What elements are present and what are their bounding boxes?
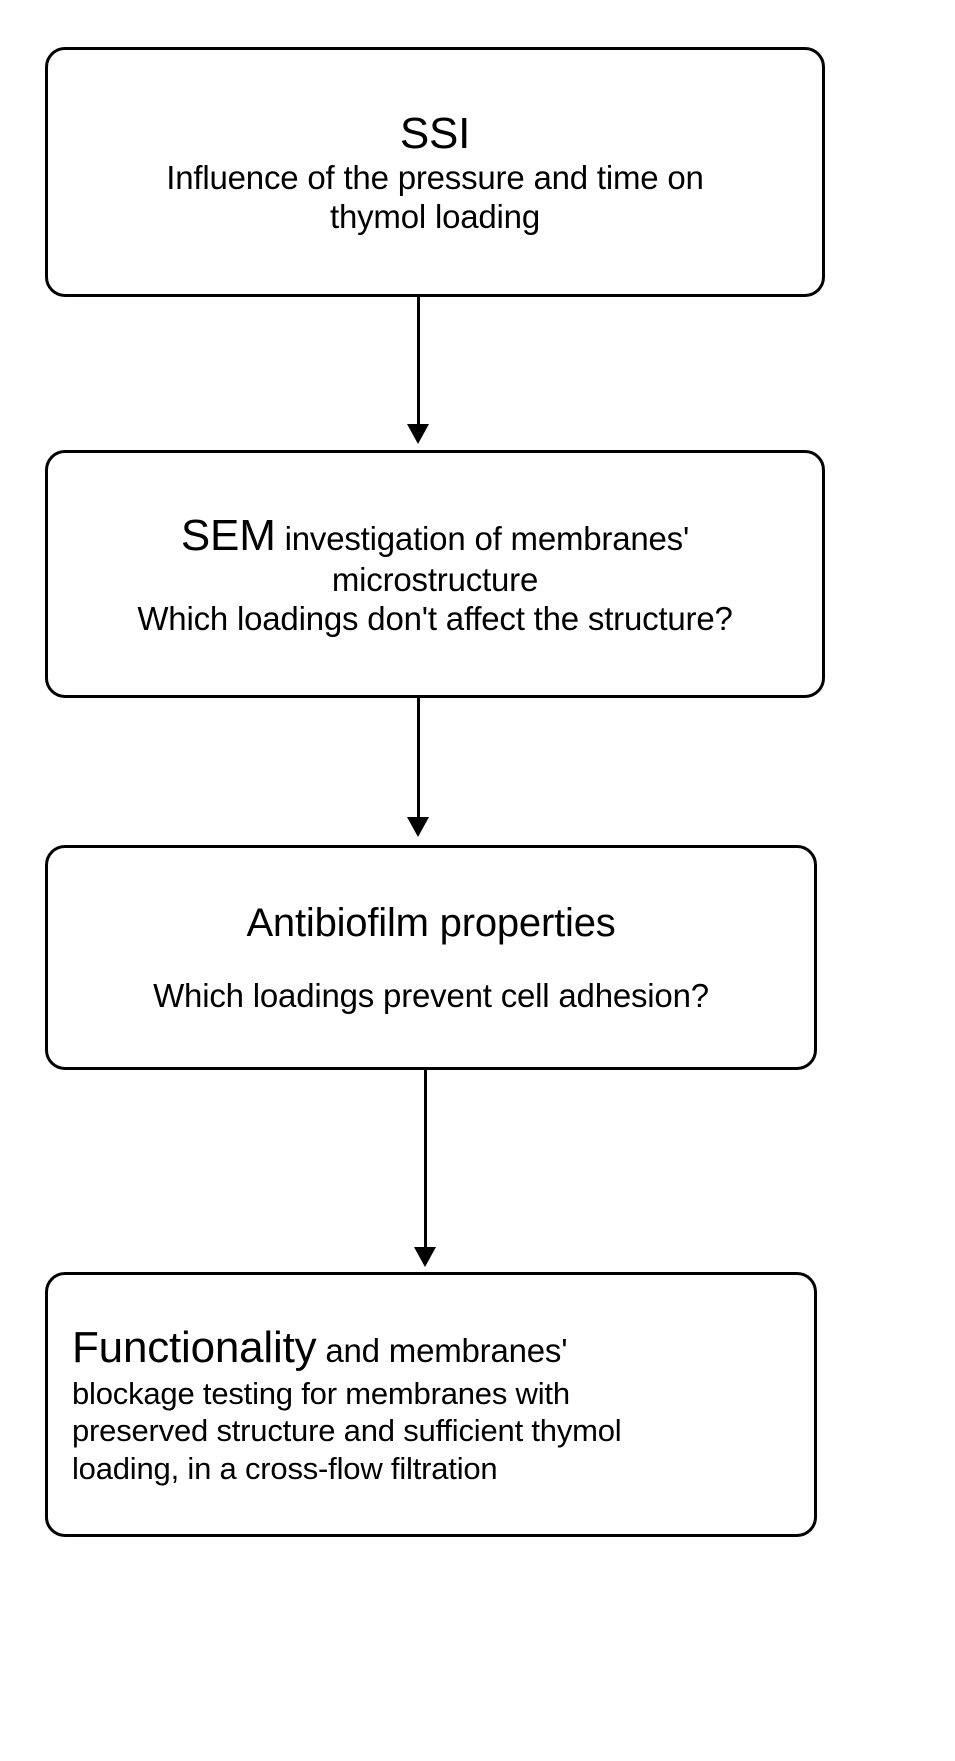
- node-sem-line-2: Which loadings don't affect the structur…: [137, 599, 733, 637]
- node-functionality-heading: Functionality: [72, 1322, 317, 1372]
- node-functionality-line-1: blockage testing for membranes with: [72, 1375, 570, 1411]
- node-antibiofilm-heading: Antibiofilm properties: [246, 901, 616, 946]
- node-antibiofilm-line-1: Which loadings prevent cell adhesion?: [153, 976, 709, 1014]
- node-ssi-line-1: Influence of the pressure and time on: [166, 159, 704, 197]
- arrow-down-icon: [407, 424, 429, 444]
- connector-ssi-to-sem: [417, 297, 420, 427]
- node-ssi-heading: SSI: [399, 109, 471, 159]
- flow-node-functionality[interactable]: Functionality and membranes' blockage te…: [45, 1272, 817, 1537]
- arrow-down-icon: [414, 1247, 436, 1267]
- node-sem-heading-line: SEM investigation of membranes': [62, 510, 808, 561]
- node-functionality-text-block: Functionality and membranes' blockage te…: [62, 1321, 800, 1488]
- flow-node-antibiofilm[interactable]: Antibiofilm properties Which loadings pr…: [45, 845, 817, 1070]
- connector-sem-to-antibiofilm: [417, 698, 420, 820]
- node-functionality-line-3: loading, in a cross-flow filtration: [72, 1451, 498, 1487]
- flow-node-ssi[interactable]: SSI Influence of the pressure and time o…: [45, 47, 825, 297]
- node-functionality-heading-line: Functionality and membranes': [72, 1321, 800, 1375]
- arrow-down-icon: [407, 817, 429, 837]
- node-sem-line-1: microstructure: [331, 561, 539, 599]
- node-functionality-heading-rest: and membranes': [316, 1331, 568, 1369]
- flow-node-sem[interactable]: SEM investigation of membranes' microstr…: [45, 450, 825, 698]
- node-ssi-line-2: thymol loading: [330, 197, 540, 235]
- node-functionality-line-2: preserved structure and sufficient thymo…: [72, 1413, 622, 1449]
- connector-antibiofilm-to-functionality: [424, 1070, 427, 1250]
- node-sem-heading-rest: investigation of membranes': [275, 520, 690, 558]
- node-sem-heading: SEM: [180, 511, 276, 561]
